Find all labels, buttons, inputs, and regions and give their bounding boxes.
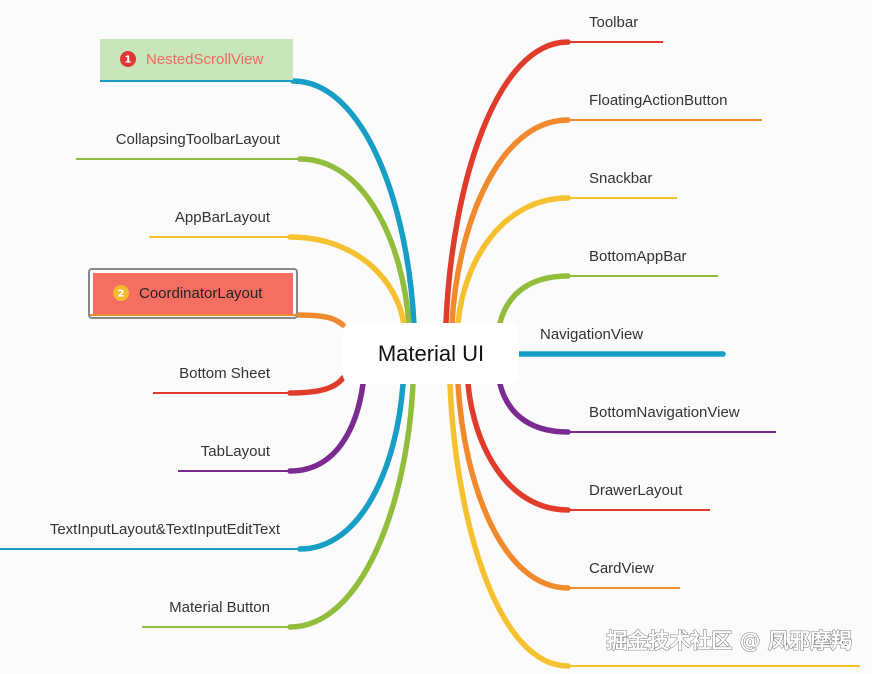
topic-node-bottomappbar[interactable]: BottomAppBar (568, 248, 718, 277)
tablayout-connector (287, 381, 366, 474)
topic-node-navigationview[interactable]: NavigationView (519, 326, 723, 355)
priority-badge-icon (120, 51, 136, 67)
selection-outline (88, 268, 298, 319)
center-node[interactable]: Material UI (343, 323, 519, 384)
topic-label: CollapsingToolbarLayout (116, 131, 281, 148)
toolbar-connector (443, 39, 571, 326)
topic-label: TabLayout (201, 443, 271, 460)
topic-node-bottomnavigationview[interactable]: BottomNavigationView (568, 404, 776, 433)
node-layer: 1 NestedScrollViewCollapsingToolbarLayout… (0, 14, 860, 667)
cardview-connector (455, 381, 571, 591)
snackbar-connector (455, 195, 571, 326)
drawerlayout-connector (465, 381, 571, 513)
topic-node-textinputlayout[interactable]: TextInputLayout&TextInputEditText (0, 521, 300, 550)
topic-label: BottomAppBar (589, 248, 687, 265)
topic-node-toolbar[interactable]: Toolbar (568, 14, 663, 43)
topic-label: NestedScrollView (146, 51, 263, 68)
topic-label: Snackbar (589, 170, 652, 187)
topic-node-cardview[interactable]: CardView (568, 560, 680, 589)
priority-badge-number: 1 (125, 55, 132, 66)
textinputlayout-connector (297, 381, 406, 552)
topic-label: AppBarLayout (175, 209, 271, 226)
bottom-sheet-connector (287, 375, 346, 396)
topic-label: NavigationView (540, 326, 643, 343)
topic-label: TextInputLayout&TextInputEditText (50, 521, 281, 538)
topic-node-material-button[interactable]: Material Button (142, 599, 290, 628)
topic-label: FloatingActionButton (589, 92, 727, 109)
topic-node-collapsingtoolbarlayout[interactable]: CollapsingToolbarLayout (76, 131, 300, 160)
topic-node-floatingactionbutton[interactable]: FloatingActionButton (568, 92, 762, 121)
topic-node-appbarlayout[interactable]: AppBarLayout (149, 209, 290, 238)
topic-label: BottomNavigationView (589, 404, 740, 421)
watermark-text: 掘金技术社区 @ 凤邪摩羯 (606, 629, 852, 653)
topic-label: Material Button (169, 599, 270, 616)
topic-node-coordinatorlayout[interactable]: 2 CoordinatorLayout (88, 268, 298, 319)
last-right-connector (447, 381, 571, 669)
topic-label: CoordinatorLayout (139, 285, 263, 302)
topic-node-snackbar[interactable]: Snackbar (568, 170, 677, 199)
coordinatorlayout-connector (295, 312, 346, 328)
topic-node-tablayout[interactable]: TabLayout (178, 443, 290, 472)
priority-badge-number: 2 (118, 289, 125, 300)
topic-label: Toolbar (589, 14, 638, 31)
bottomappbar-connector (497, 273, 571, 326)
bottomnavigationview-connector (497, 381, 571, 435)
appbarlayout-connector (287, 234, 407, 328)
floatingactionbutton-connector (449, 117, 571, 326)
topic-label: CardView (589, 560, 654, 577)
center-node-box (343, 323, 519, 384)
topic-node-drawerlayout[interactable]: DrawerLayout (568, 482, 710, 511)
collapsingtoolbarlayout-connector (297, 156, 412, 328)
topic-label: DrawerLayout (589, 482, 683, 499)
topic-label: Bottom Sheet (179, 365, 271, 382)
center-node-label: Material UI (378, 341, 484, 366)
nestedscrollview-connector (290, 78, 417, 328)
material-button-connector (287, 381, 416, 630)
priority-badge-icon (113, 285, 129, 301)
topic-node-bottom-sheet[interactable]: Bottom Sheet (153, 365, 290, 394)
topic-node-nestedscrollview[interactable]: 1 NestedScrollView (100, 39, 293, 82)
